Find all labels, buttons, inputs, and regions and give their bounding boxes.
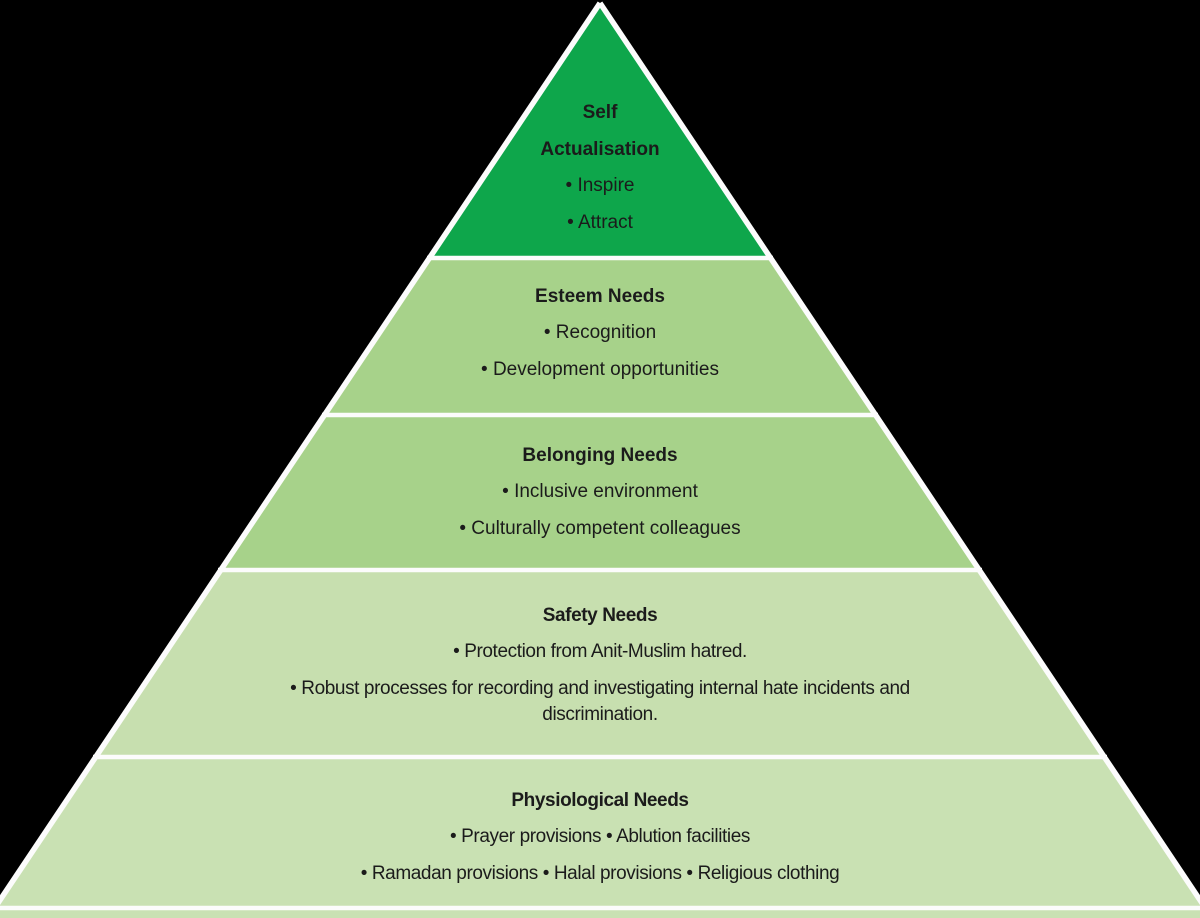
tier-bullet: • Prayer provisions • Ablution facilitie… — [450, 826, 750, 847]
tier-bullet: • Protection from Anit-Muslim hatred. — [453, 641, 747, 662]
tier-text-esteem: Esteem Needs • Recognition • Development… — [0, 278, 1200, 394]
pyramid-base-strip — [0, 908, 1200, 918]
tier-bullet: • Inclusive environment — [502, 481, 698, 502]
tier-shape-physiological — [0, 757, 1200, 908]
tier-shape-safety — [95, 570, 1105, 757]
tier-shape-esteem — [324, 258, 876, 415]
tier-bullet: • Inspire — [565, 175, 635, 196]
tier-bullet: • Ramadan provisions • Halal provisions … — [360, 863, 840, 884]
tier-title: Self Actualisation — [540, 102, 660, 160]
tier-bullet: • Attract — [567, 212, 633, 233]
tier-bullet: • Recognition — [543, 322, 657, 343]
tier-title: Belonging Needs — [522, 445, 678, 466]
tier-text-physiological: Physiological Needs • Prayer provisions … — [0, 782, 1200, 898]
tier-text-safety: Safety Needs • Protection from Anit-Musl… — [0, 597, 1200, 739]
tier-title: Safety Needs — [542, 605, 658, 626]
tier-bullet: • Robust processes for recording and inv… — [290, 678, 910, 725]
tier-title: Esteem Needs — [535, 286, 665, 307]
tier-text-belonging: Belonging Needs • Inclusive environment … — [0, 437, 1200, 553]
tier-text-self-actualisation: Self Actualisation • Inspire • Attract — [0, 94, 1200, 247]
tier-shape-self-actualisation — [429, 3, 771, 258]
tier-shape-belonging — [220, 415, 980, 570]
tier-bullet: • Development opportunities — [481, 359, 719, 380]
pyramid-left-edge — [0, 1, 603, 906]
tier-bullet: • Culturally competent colleagues — [459, 518, 741, 539]
tier-title: Physiological Needs — [511, 790, 689, 811]
pyramid-right-edge — [597, 1, 1200, 906]
